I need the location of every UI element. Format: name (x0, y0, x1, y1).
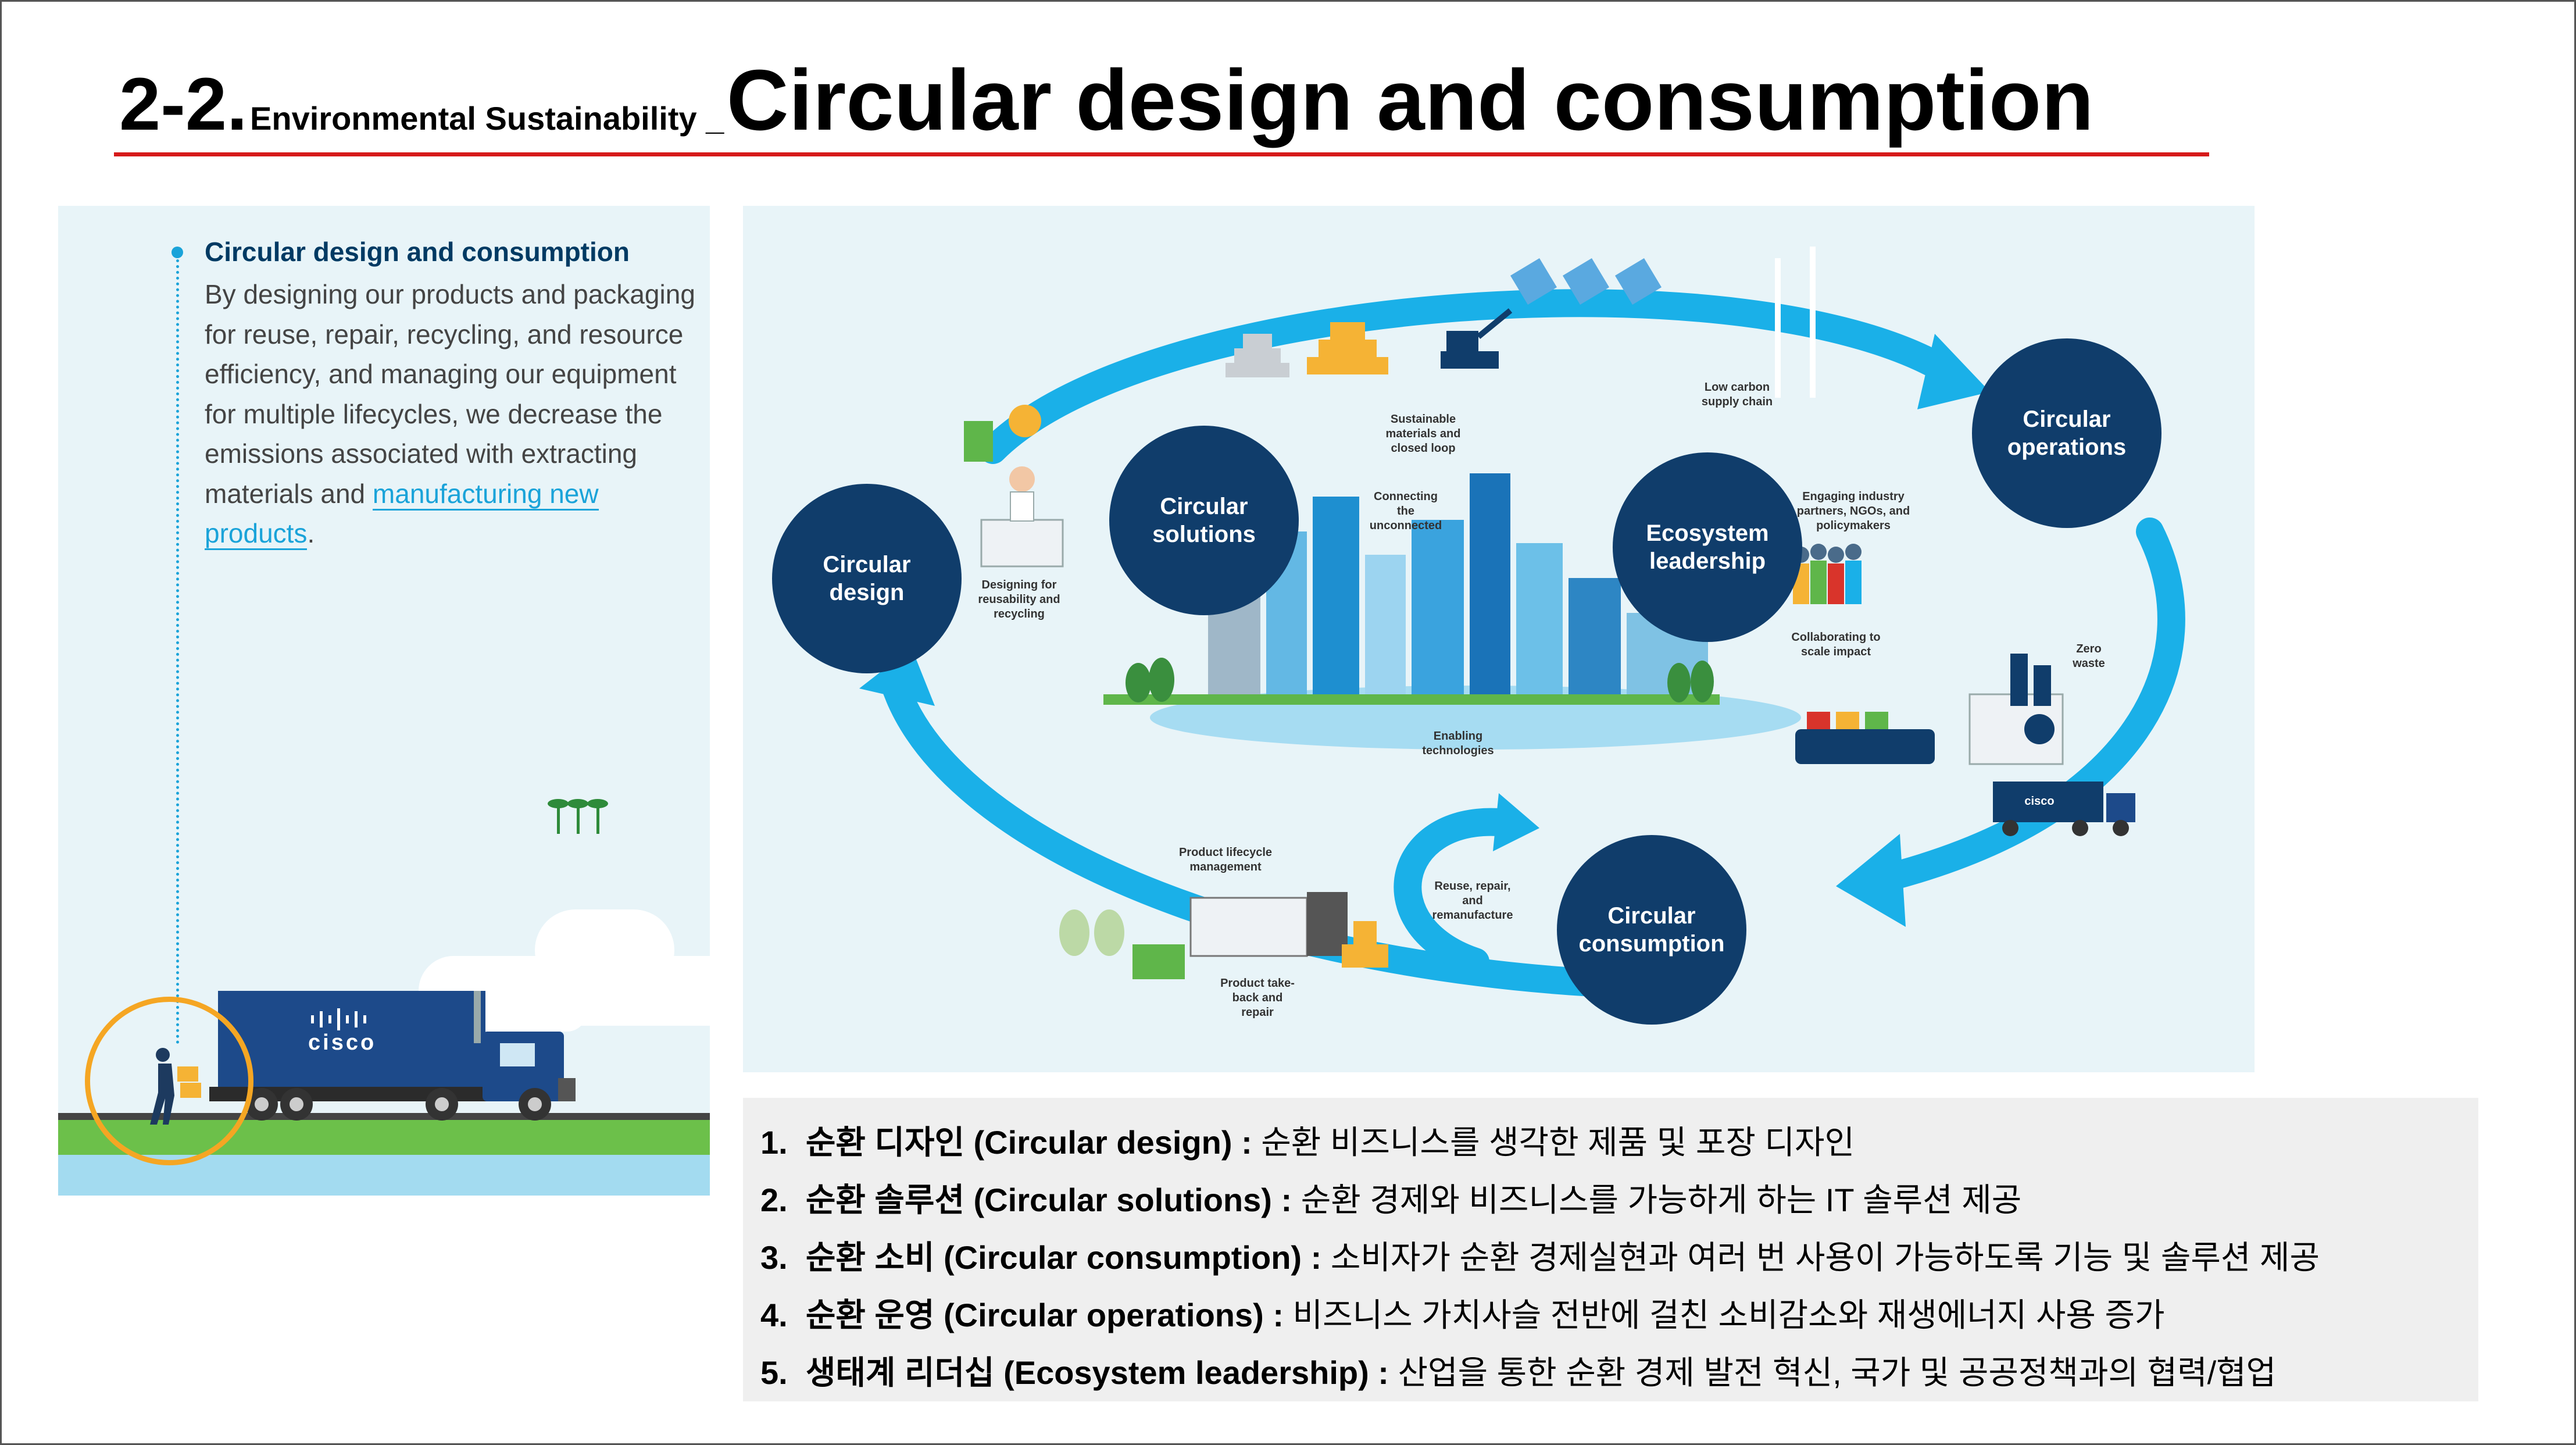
list-term: 생태계 리더십 (Ecosystem leadership) : (805, 1354, 1389, 1391)
caption-zero-waste: Zero waste (2073, 643, 2105, 670)
definitions-list: 1. 순환 디자인 (Circular design) : 순환 비즈니스를 생… (743, 1098, 2478, 1401)
page-title: 2-2. Environmental Sustainability _ Circ… (119, 51, 2094, 150)
list-desc: 소비자가 순환 경제실현과 여러 번 사용이 가능하도록 기능 및 솔루션 제공 (1321, 1239, 2320, 1276)
title-underline (114, 152, 2209, 156)
node-circular-solutions: Circular solutions (1109, 426, 1299, 615)
title-number: 2-2. (119, 63, 248, 146)
circular-economy-diagram: Circular design Circular solutions Ecosy… (743, 206, 2255, 1072)
list-term: 순환 소비 (Circular consumption) : (805, 1239, 1322, 1276)
palm-trees-icon (548, 799, 608, 834)
title-subtitle: Environmental Sustainability _ (250, 100, 724, 137)
list-desc: 산업을 통한 순환 경제 발전 혁신, 국가 및 공공정책과의 협력/협업 (1388, 1354, 2277, 1391)
list-desc: 비즈니스 가치사슬 전반에 걸친 소비감소와 재생에너지 사용 증가 (1284, 1297, 2165, 1333)
caption-engaging: Engaging industry partners, NGOs, and po… (1796, 490, 1910, 532)
list-desc: 순환 경제와 비즈니스를 가능하게 하는 IT 솔루션 제공 (1292, 1182, 2022, 1218)
panel-body-suffix: . (307, 518, 315, 548)
caption-sustainable-materials: Sustainable materials and closed loop (1385, 413, 1461, 455)
manufacturing-link[interactable]: manufacturing new products (205, 478, 599, 550)
node-circular-operations: Circular operations (1972, 338, 2161, 528)
node-ecosystem-leadership: Ecosystem leadership (1613, 452, 1802, 642)
list-item: 5. 생태계 리더십 (Ecosystem leadership) : 산업을 … (760, 1347, 2276, 1394)
caption-takeback: Product take-back and repair (1220, 977, 1295, 1019)
caption-collaborating: Collaborating to scale impact (1791, 631, 1881, 658)
list-term: 순환 솔루션 (Circular solutions) : (805, 1182, 1292, 1218)
dotted-connector (176, 259, 179, 1044)
list-item: 2. 순환 솔루션 (Circular solutions) : 순환 경제와 … (760, 1174, 2021, 1221)
caption-enabling: Enabling technologies (1422, 730, 1494, 757)
cycle-arrows (859, 247, 2185, 999)
list-item: 1. 순환 디자인 (Circular design) : 순환 비즈니스를 생… (760, 1116, 1855, 1164)
list-number: 4. (760, 1297, 788, 1333)
factory-logo-text: cisco (2024, 795, 2055, 808)
truck-logo-text: cisco (308, 1030, 377, 1055)
caption-low-carbon: Low carbon supply chain (1701, 381, 1773, 408)
left-illustration-panel: Circular design and consumption By desig… (58, 206, 710, 1196)
panel-body: By designing our products and packaging … (205, 279, 695, 509)
cloud-icon (535, 909, 674, 991)
list-term: 순환 디자인 (Circular design) : (805, 1124, 1252, 1161)
list-item: 4. 순환 운영 (Circular operations) : 비즈니스 가치… (760, 1289, 2165, 1336)
caption-connecting: Connecting the unconnected (1369, 490, 1442, 532)
list-number: 1. (760, 1124, 788, 1161)
bullet-dot-icon (172, 247, 183, 258)
list-term: 순환 운영 (Circular operations) : (805, 1297, 1284, 1333)
caption-reuse: Reuse, repair, and remanufacture (1432, 880, 1513, 922)
node-circular-design: Circular design (772, 484, 962, 673)
caption-designing-for: Designing for reusability and recycling (978, 579, 1060, 620)
highlight-circle (85, 997, 253, 1165)
title-main: Circular design and consumption (726, 52, 2094, 148)
panel-body-text: By designing our products and packaging … (205, 274, 705, 554)
delivery-truck-icon (209, 991, 576, 1121)
list-number: 5. (760, 1354, 788, 1391)
node-circular-consumption: Circular consumption (1557, 835, 1746, 1025)
list-item: 3. 순환 소비 (Circular consumption) : 소비자가 순… (760, 1232, 2320, 1279)
list-number: 2. (760, 1182, 788, 1218)
caption-product-lifecycle: Product lifecycle management (1178, 846, 1273, 873)
list-desc: 순환 비즈니스를 생각한 제품 및 포장 디자인 (1252, 1124, 1855, 1161)
panel-heading: Circular design and consumption (205, 237, 630, 267)
list-number: 3. (760, 1239, 788, 1276)
